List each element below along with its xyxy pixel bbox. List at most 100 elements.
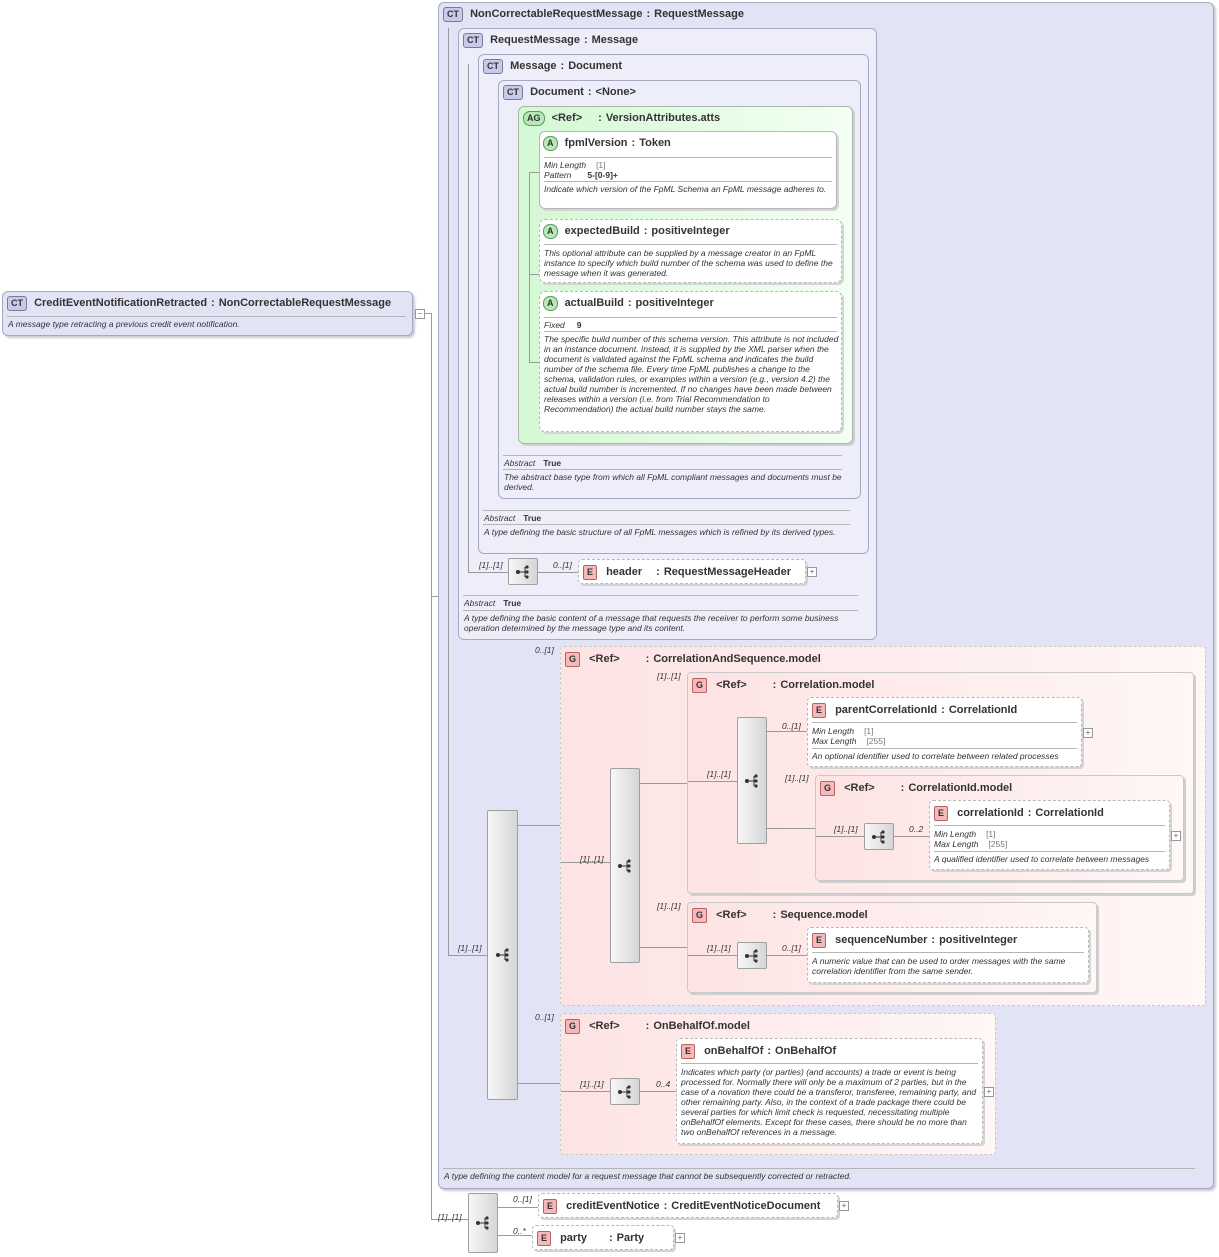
sequence-compositor[interactable] [508,558,538,585]
prop-label: Fixed [544,320,565,330]
element-icon: E [812,703,827,718]
group-type: OnBehalfOf.model [653,1020,750,1033]
element-icon: E [543,1199,558,1214]
prop-value: 5-[0-9]+ [587,170,618,180]
el-type: CorrelationId [948,704,1018,717]
element-on-behalf-of[interactable]: E onBehalfOf:OnBehalfOf Indicates which … [676,1038,983,1144]
sequence-compositor[interactable] [864,823,894,850]
msg-abstract-value: True [523,513,542,523]
ncrm-name: NonCorrectableRequestMessage [470,8,643,21]
group-icon: G [820,781,836,796]
attribute-expectedbuild[interactable]: A expectedBuild:positiveInteger This opt… [539,219,842,283]
group-type: Correlation.model [780,679,875,692]
group-icon: G [565,652,581,667]
rm-name: RequestMessage [490,34,580,47]
doc-doc: The abstract base type from which all Fp… [504,472,842,492]
sequence-icon [745,773,758,788]
cardinality: 0..4 [656,1079,671,1089]
attr-type: positiveInteger [635,297,714,310]
prop-value: [1] [864,726,874,736]
cardinality: 0..[1] [535,645,554,655]
attribute-group-icon: AG [523,111,545,126]
connector-line [448,28,449,955]
expand-icon[interactable]: + [1171,831,1181,841]
divider [443,1168,1195,1169]
connector-line [431,1219,469,1220]
connector-line [639,783,687,784]
el-doc: A qualified identifier used to correlate… [934,854,1150,864]
element-icon: E [934,806,949,821]
expand-icon[interactable]: + [675,1233,685,1243]
divider [483,510,850,511]
doc-type: <None> [595,86,636,99]
connector-line [431,313,432,1219]
complex-type-icon: CT [503,85,523,100]
connector-line [517,825,561,826]
element-header[interactable]: E header:RequestMessageHeader [578,559,806,584]
prop-label: Pattern [544,170,572,180]
root-doc: A message type retracting a previous cre… [8,319,240,329]
divider [503,455,842,456]
expand-icon[interactable]: + [807,567,817,577]
ncrm-doc: A type defining the content model for a … [444,1171,852,1181]
el-doc: A numeric value that can be used to orde… [812,956,1066,976]
sequence-icon [745,948,758,963]
complex-type-icon: CT [7,296,27,311]
cardinality: 0..[1] [782,943,801,953]
ag-ref: <Ref> [551,112,583,125]
ag-type: VersionAttributes.atts [605,112,721,125]
msg-type: Document [568,60,622,73]
attr-name: expectedBuild [564,225,640,238]
cardinality: 0..[1] [553,560,572,570]
element-parent-correlation-id[interactable]: E parentCorrelationId:CorrelationId Min … [807,697,1082,767]
root-name: CreditEventNotificationRetracted [34,297,208,310]
divider [681,1063,978,1064]
msg-doc: A type defining the basic structure of a… [484,527,836,537]
cardinality: 0..[1] [513,1194,532,1204]
connector-line [529,274,539,275]
sequence-compositor[interactable] [610,1078,640,1105]
sequence-compositor[interactable] [737,717,767,844]
sequence-compositor[interactable] [468,1193,498,1253]
root-complex-type[interactable]: CT CreditEventNotificationRetracted:NonC… [2,291,413,336]
group-ref: <Ref> [589,1020,620,1033]
connector-line [639,947,687,948]
prop-value: [255] [866,736,886,746]
sequence-compositor[interactable] [487,810,518,1100]
element-icon: E [681,1044,696,1059]
connector-line [561,1091,611,1092]
msg-abstract-label: Abstract [484,513,516,523]
el-name: sequenceNumber [835,934,928,947]
divider [812,952,1084,953]
sequence-icon [516,564,529,579]
sequence-compositor[interactable] [737,942,767,969]
expand-icon[interactable]: + [984,1087,994,1097]
expand-icon[interactable]: + [1083,728,1093,738]
expand-icon[interactable]: + [839,1201,849,1211]
divider [544,181,832,182]
element-correlation-id[interactable]: E correlationId:CorrelationId Min Length… [929,800,1170,870]
divider [812,748,1077,749]
connector-line [517,1083,561,1084]
group-icon: G [565,1019,581,1034]
cardinality: [1]..[1] [438,1212,462,1222]
prop-label: Min Length [812,726,855,736]
divider [544,331,837,332]
connector-line [497,1207,539,1208]
sequence-compositor[interactable] [610,768,640,963]
el-type: CreditEventNoticeDocument [671,1200,821,1213]
divider [544,244,837,245]
collapse-icon[interactable]: − [415,309,425,319]
element-icon: E [537,1231,552,1246]
element-sequence-number[interactable]: E sequenceNumber:positiveInteger A numer… [807,927,1089,983]
cardinality: [1]..[1] [580,854,604,864]
element-party[interactable]: E party:Party [532,1225,674,1250]
prop-value: [255] [988,839,1008,849]
attribute-fpmlversion[interactable]: A fpmlVersion:Token Min Length[1] Patter… [539,131,837,209]
divider [934,825,1165,826]
element-credit-event-notice[interactable]: E creditEventNotice:CreditEventNoticeDoc… [538,1193,838,1218]
group-ref: <Ref> [716,679,747,692]
sequence-icon [495,948,509,962]
el-name: party [560,1232,587,1245]
